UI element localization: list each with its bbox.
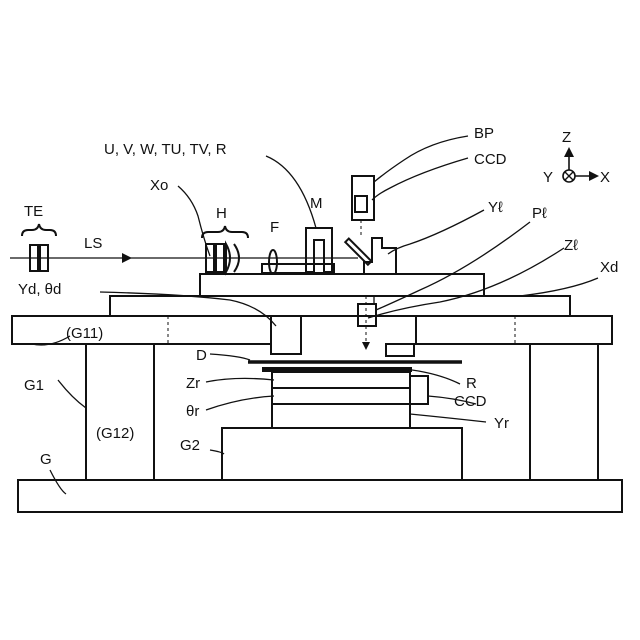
label-uvw: U, V, W, TU, TV, R xyxy=(104,141,227,158)
ccd-side-box xyxy=(410,376,428,404)
label-g2: G2 xyxy=(180,437,200,454)
label-g11: (G11) xyxy=(66,325,103,342)
te-brace xyxy=(22,224,56,236)
filter-f xyxy=(269,250,277,274)
stage-yr xyxy=(272,404,410,428)
axis-indicator xyxy=(563,147,599,182)
stage-g2 xyxy=(222,428,462,480)
label-te: TE xyxy=(24,203,43,220)
laser-beam-arrow xyxy=(122,253,132,263)
mirror xyxy=(345,239,371,265)
label-xd: Xd xyxy=(600,259,618,276)
label-f: F xyxy=(270,219,279,236)
column-left xyxy=(86,344,154,480)
mount-m xyxy=(306,228,332,272)
label-yd-theta-d: Yd, θd xyxy=(18,281,61,298)
label-ls: LS xyxy=(84,235,102,252)
label-g12: (G12) xyxy=(96,425,134,442)
carriage-xo xyxy=(200,274,484,296)
label-axis-z: Z xyxy=(562,129,571,146)
platform-g11-right xyxy=(416,316,612,344)
rail-xd xyxy=(110,296,570,316)
stage-zr xyxy=(272,372,410,388)
label-h: H xyxy=(216,205,227,222)
label-r: R xyxy=(466,375,477,392)
label-xo: Xo xyxy=(150,177,168,194)
ccd-top-lens xyxy=(355,196,367,212)
h-brace xyxy=(202,226,248,238)
block-yd-theta-d xyxy=(271,316,301,354)
zl-arrow xyxy=(362,342,370,350)
column-right xyxy=(530,344,598,480)
label-ccd-side: CCD xyxy=(454,393,487,410)
label-d: D xyxy=(196,347,207,364)
reference-plate-r xyxy=(262,367,412,372)
label-yl: Yℓ xyxy=(488,199,503,216)
base-g xyxy=(18,480,622,512)
label-ccd-top: CCD xyxy=(474,151,507,168)
label-axis-x: X xyxy=(600,169,610,186)
label-zl: Zℓ xyxy=(564,237,578,254)
label-g: G xyxy=(40,451,52,468)
label-axis-y: Y xyxy=(543,169,553,186)
label-pl: Pℓ xyxy=(532,205,547,222)
label-zr: Zr xyxy=(186,375,200,392)
label-m: M xyxy=(310,195,323,212)
label-g1: G1 xyxy=(24,377,44,394)
mirror-holder xyxy=(364,238,396,274)
label-bp: BP xyxy=(474,125,494,142)
block-right-small xyxy=(386,344,414,356)
stage-theta-r xyxy=(272,388,410,404)
label-theta-r: θr xyxy=(186,403,199,420)
label-yr: Yr xyxy=(494,415,509,432)
platform-g11-left xyxy=(12,316,271,344)
